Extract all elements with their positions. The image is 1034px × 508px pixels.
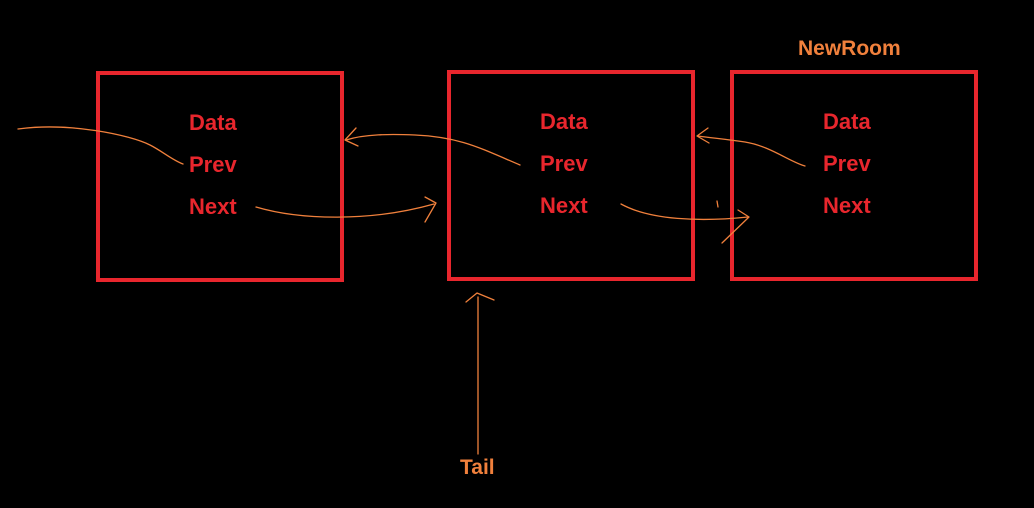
node-1-data-field: Data xyxy=(189,110,237,135)
node-2-data-field: Data xyxy=(540,109,588,134)
incoming-prev-arrow xyxy=(17,126,184,165)
node-2: Data Prev Next xyxy=(447,70,695,281)
node2-next-to-newroom-arrow xyxy=(620,203,749,221)
newroom-prev-to-node2-arrow xyxy=(697,135,806,167)
node-2-prev-field: Prev xyxy=(540,151,588,176)
node2-prev-arrowhead xyxy=(344,127,359,147)
node-newroom: Data Prev Next xyxy=(730,70,978,281)
node-newroom-prev-field: Prev xyxy=(823,151,871,176)
newroom-label: NewRoom xyxy=(798,37,901,60)
node-1-next-field: Next xyxy=(189,194,237,219)
newroom-prev-arrowhead xyxy=(696,127,710,144)
tail-pointer-arrowhead xyxy=(465,292,495,303)
node2-next-arrowhead xyxy=(721,209,750,244)
node-1: Data Prev Next xyxy=(96,71,344,282)
node1-next-arrowhead xyxy=(424,196,437,223)
node1-next-to-node2-arrow xyxy=(255,203,435,218)
tail-label: Tail xyxy=(460,456,495,479)
node-1-prev-field: Prev xyxy=(189,152,237,177)
node-newroom-next-field: Next xyxy=(823,193,871,218)
node2-next-tick-mark xyxy=(716,200,719,208)
node-newroom-data-field: Data xyxy=(823,109,871,134)
node-2-next-field: Next xyxy=(540,193,588,218)
node2-prev-to-node1-arrow xyxy=(345,133,521,166)
